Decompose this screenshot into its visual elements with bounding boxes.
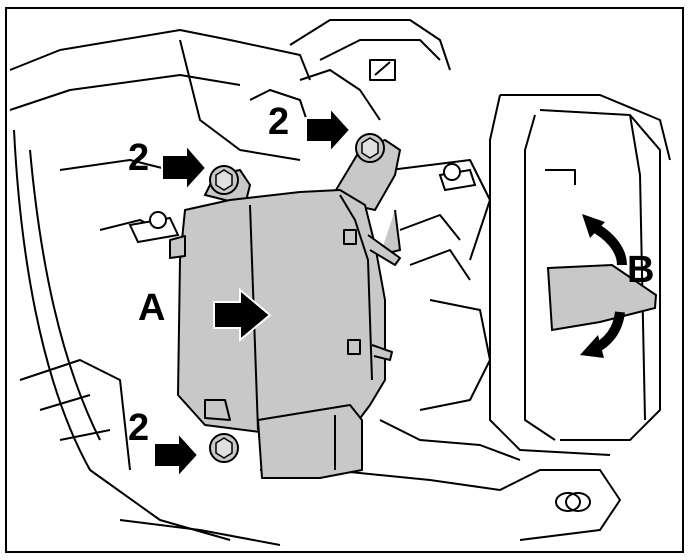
rotation-arrow-down-icon (580, 311, 625, 358)
side-bolts (128, 163, 477, 244)
arrow-bottom-icon (153, 430, 200, 480)
arrow-actuator-icon (213, 287, 272, 343)
bolt-bottom-icon (209, 433, 239, 463)
label-flap-b: B (627, 249, 654, 291)
label-actuator-a: A (138, 287, 165, 329)
arrow-top-right-icon (305, 105, 352, 155)
actuator-a (169, 189, 401, 479)
label-bolt-top-left: 2 (128, 137, 149, 179)
frame-border (5, 7, 684, 553)
label-bolt-top-right: 2 (268, 101, 289, 143)
housing-outline (9, 19, 671, 546)
bolt-top-right-icon (355, 133, 385, 163)
label-bolt-bottom: 2 (128, 407, 149, 449)
bolt-top-left-icon (209, 165, 239, 195)
arrow-top-left-icon (161, 142, 208, 193)
rotation-arrow-up-icon (582, 214, 627, 266)
flap-b (546, 263, 658, 332)
